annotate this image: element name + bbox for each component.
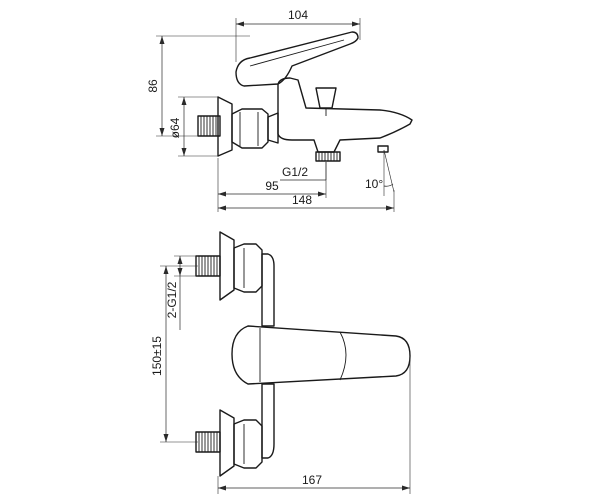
dim-diameter-label: ø64	[168, 117, 182, 138]
dim-104-label: 104	[288, 8, 308, 22]
dim-inlet-thread-label: 2-G1/2	[165, 281, 179, 318]
dim-167-label: 167	[302, 473, 322, 487]
dim-95-label: 95	[265, 179, 279, 193]
front-view-dimensions	[160, 255, 411, 494]
side-view-dimensions	[156, 18, 395, 212]
dim-angle-label: 10°	[365, 177, 383, 191]
front-view	[195, 231, 411, 477]
dim-86-label: 86	[146, 79, 160, 93]
dim-center-distance-label: 150±15	[150, 336, 164, 376]
side-view	[197, 31, 413, 162]
dim-148-label: 148	[292, 193, 312, 207]
dim-thread-label: G1/2	[282, 165, 308, 179]
